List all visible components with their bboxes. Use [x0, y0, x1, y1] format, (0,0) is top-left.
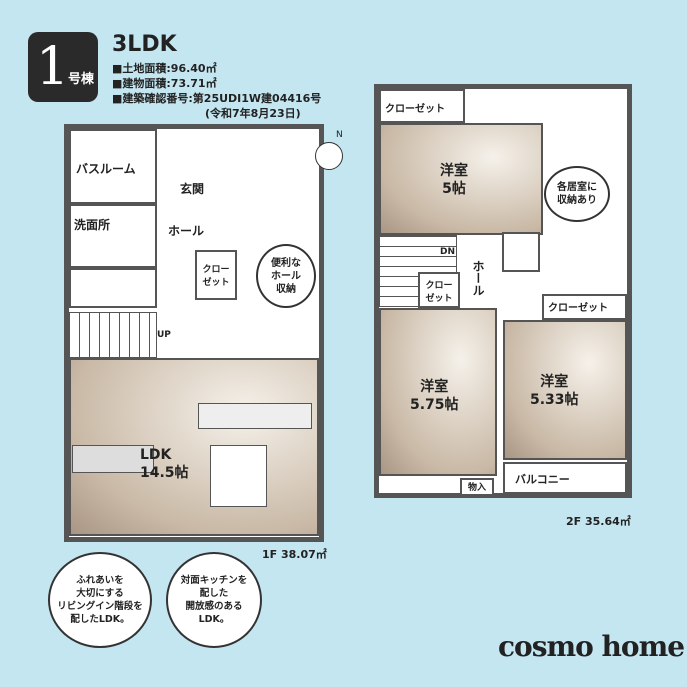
permit-number: ■建築確認番号:第25UDI1W建04416号	[112, 92, 322, 105]
brand-logo: cosmo home	[498, 630, 685, 663]
balcony	[503, 462, 627, 494]
hall-label: ホール	[168, 224, 205, 238]
permit-date: (令和7年8月23日)	[205, 107, 301, 120]
floor2-area: 2F 35.64㎡	[566, 515, 631, 528]
room-storage-bubble: 各居室に 収納あり	[544, 166, 610, 222]
western-room-533	[503, 320, 627, 460]
kitchen-counter	[198, 403, 312, 429]
building-suffix: 号棟	[68, 72, 95, 87]
hall-storage-bubble: 便利な ホール 収納	[256, 244, 316, 308]
building-number: 1	[36, 37, 70, 97]
floor1-area: 1F 38.07㎡	[262, 548, 327, 561]
ldk-label: LDK 14.5帖	[140, 446, 189, 482]
room1-size: 5帖	[442, 181, 466, 197]
washroom	[69, 204, 157, 268]
building-area: ■建物面積:73.71㎡	[112, 77, 217, 90]
down-label: DN	[440, 247, 456, 257]
staircase-1f	[69, 312, 157, 358]
ldk-name: LDK	[140, 447, 172, 463]
balcony-label: バルコニー	[515, 473, 570, 486]
up-label: UP	[157, 330, 171, 340]
dining-table	[210, 445, 267, 507]
living-stairs-bubble: ふれあいを 大切にする リビングイン階段を 配したLDK。	[48, 552, 152, 648]
room2-name: 洋室	[420, 379, 449, 395]
compass-north: N	[336, 130, 343, 140]
washroom-label: 洗面所	[74, 218, 111, 232]
kitchen-bubble: 対面キッチンを 配した 開放感のある LDK。	[166, 552, 262, 648]
land-area: ■土地面積:96.40㎡	[112, 62, 217, 75]
compass-icon	[315, 142, 343, 170]
building-number-badge: 1 号棟	[28, 32, 98, 102]
bathroom-label: バスルーム	[76, 162, 136, 176]
closet-top-label: クローゼット	[385, 104, 445, 115]
ldk-size: 14.5帖	[140, 465, 189, 481]
storage: 物入	[460, 478, 494, 496]
closet-right	[542, 294, 627, 320]
room2-size: 5.75帖	[410, 397, 459, 413]
room1-label: 洋室 5帖	[440, 162, 468, 198]
room3-name: 洋室	[540, 374, 569, 390]
western-room-575	[379, 308, 497, 476]
room3-size: 5.33帖	[530, 392, 579, 408]
layout-type: 3LDK	[112, 32, 177, 57]
entrance-label: 玄関	[180, 182, 205, 196]
closet-top	[379, 89, 465, 123]
bathroom	[69, 129, 157, 204]
room2-label: 洋室 5.75帖	[410, 378, 459, 414]
western-room-5	[379, 123, 543, 235]
toilet-2f	[502, 232, 540, 272]
room3-label: 洋室 5.33帖	[530, 373, 579, 409]
toilet	[69, 268, 157, 308]
closet-right-label: クローゼット	[548, 303, 608, 314]
closet-2f-small: クロー ゼット	[418, 272, 460, 308]
sofa	[72, 445, 154, 473]
hall-2f-label: ホール	[471, 260, 485, 296]
closet-1f: クロー ゼット	[195, 250, 237, 300]
room1-name: 洋室	[440, 163, 468, 179]
